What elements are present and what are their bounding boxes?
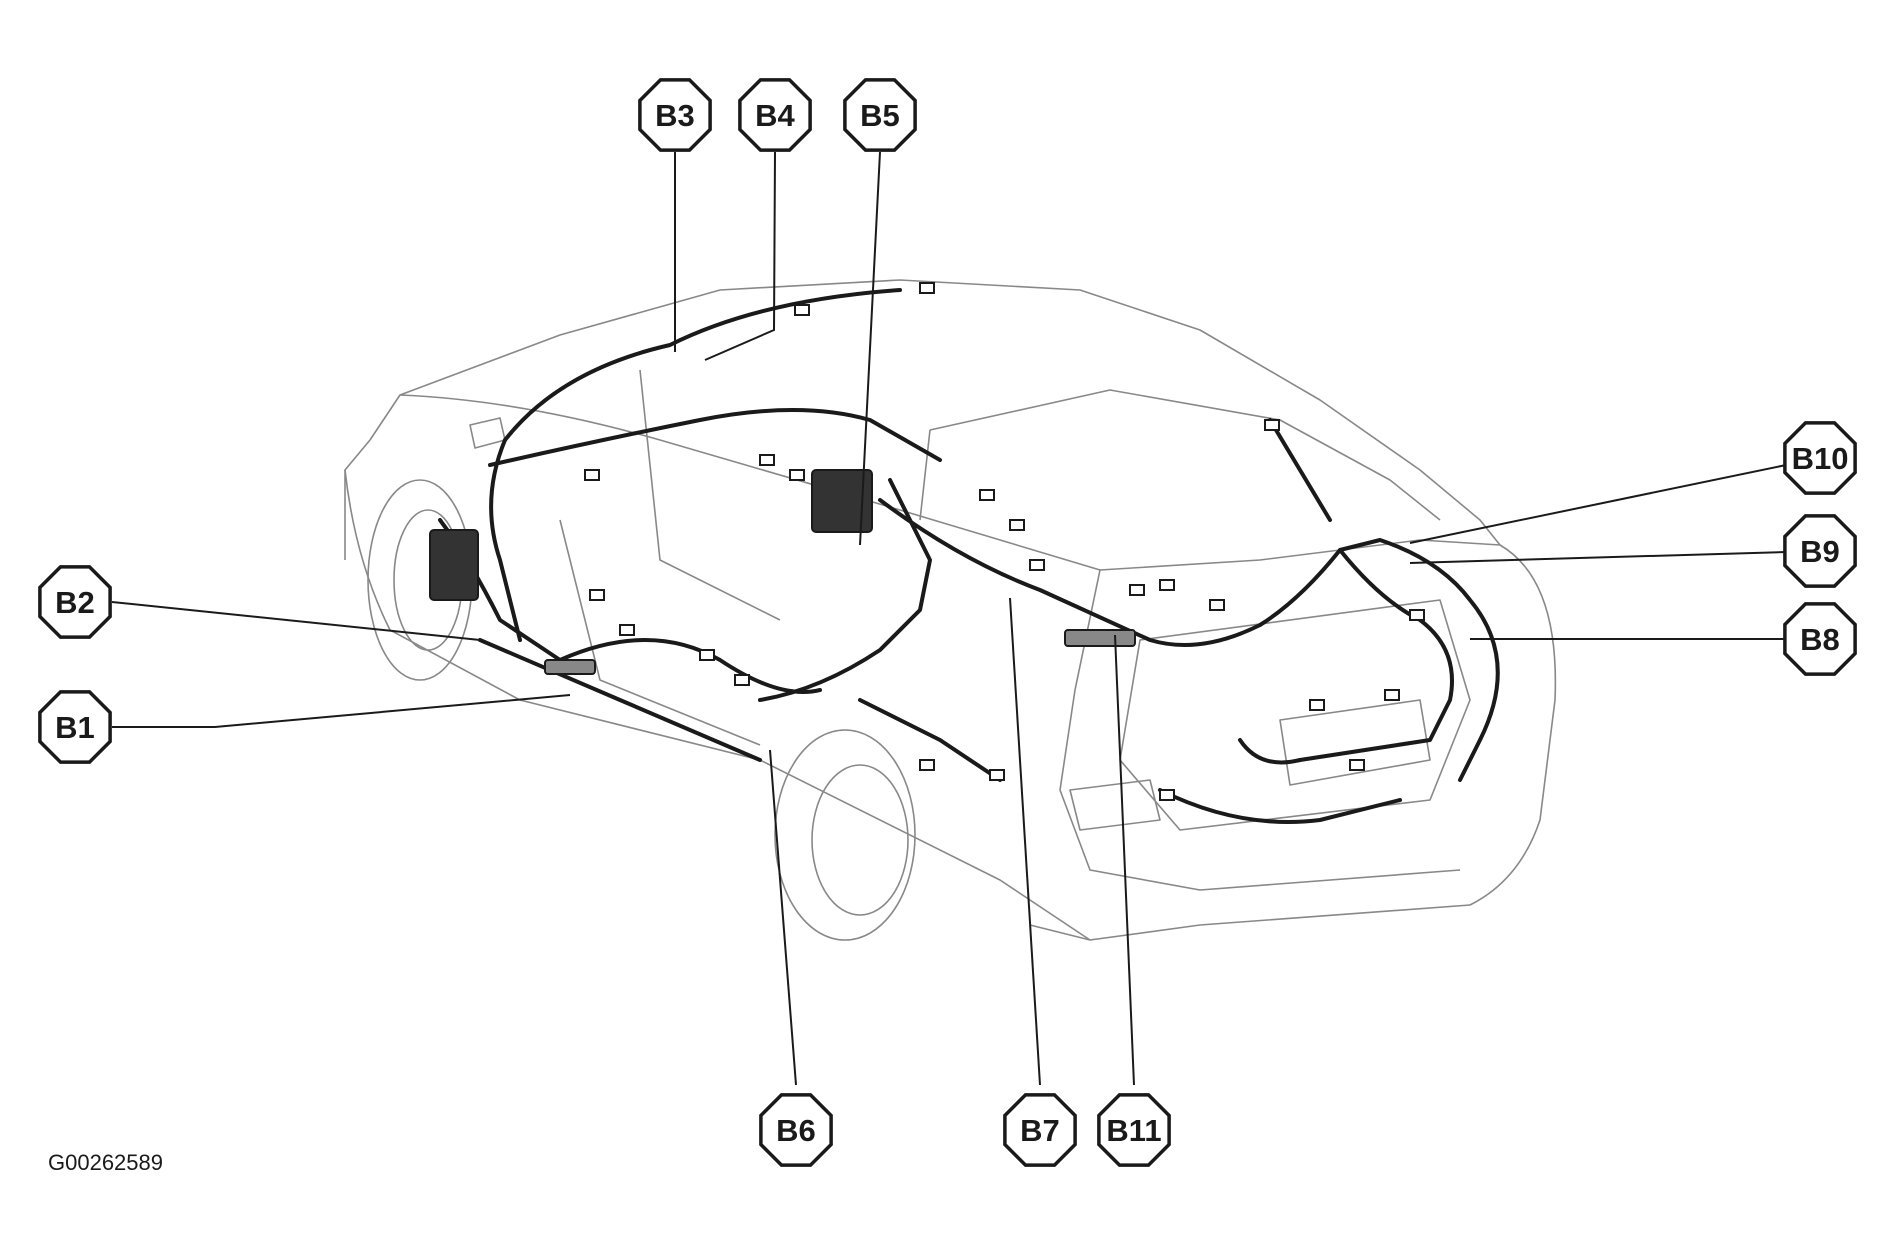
callout-label: B7 — [1020, 1113, 1060, 1148]
callout-b1: B1 — [38, 690, 112, 764]
callout-octagon — [1783, 602, 1857, 676]
figure-id: G00262589 — [48, 1150, 163, 1175]
callout-b7: B7 — [1003, 1093, 1077, 1167]
callout-octagon — [1783, 514, 1857, 588]
connectors — [584, 282, 1425, 801]
callout-label: B9 — [1800, 534, 1840, 569]
callout-b9: B9 — [1783, 514, 1857, 588]
callout-b11: B11 — [1097, 1093, 1171, 1167]
junction-blocks — [429, 469, 1136, 675]
callout-label: B2 — [55, 585, 95, 620]
callout-b10: B10 — [1783, 421, 1857, 495]
callout-octagon — [1783, 421, 1857, 495]
callout-b3: B3 — [638, 78, 712, 152]
callout-label: B10 — [1792, 441, 1849, 476]
callout-label: B11 — [1106, 1113, 1161, 1148]
callout-octagon — [38, 565, 112, 639]
callout-label: B1 — [55, 710, 95, 745]
callout-octagon — [638, 78, 712, 152]
callout-label: B5 — [860, 98, 900, 133]
callout-label: B3 — [655, 98, 695, 133]
callout-b5: B5 — [843, 78, 917, 152]
callout-octagon — [738, 78, 812, 152]
callout-b4: B4 — [738, 78, 812, 152]
leader-lines — [111, 151, 1821, 1086]
callout-label: B4 — [755, 98, 795, 133]
callout-octagon — [1097, 1093, 1171, 1167]
car-body-outline — [344, 279, 1557, 941]
wiring-harness — [438, 288, 1500, 824]
callout-b6: B6 — [759, 1093, 833, 1167]
callout-label: B6 — [776, 1113, 816, 1148]
callout-octagon — [759, 1093, 833, 1167]
callout-octagon — [38, 690, 112, 764]
callout-octagon — [843, 78, 917, 152]
callout-b2: B2 — [38, 565, 112, 639]
callout-octagon — [1003, 1093, 1077, 1167]
callout-label: B8 — [1800, 622, 1840, 657]
callout-b8: B8 — [1783, 602, 1857, 676]
